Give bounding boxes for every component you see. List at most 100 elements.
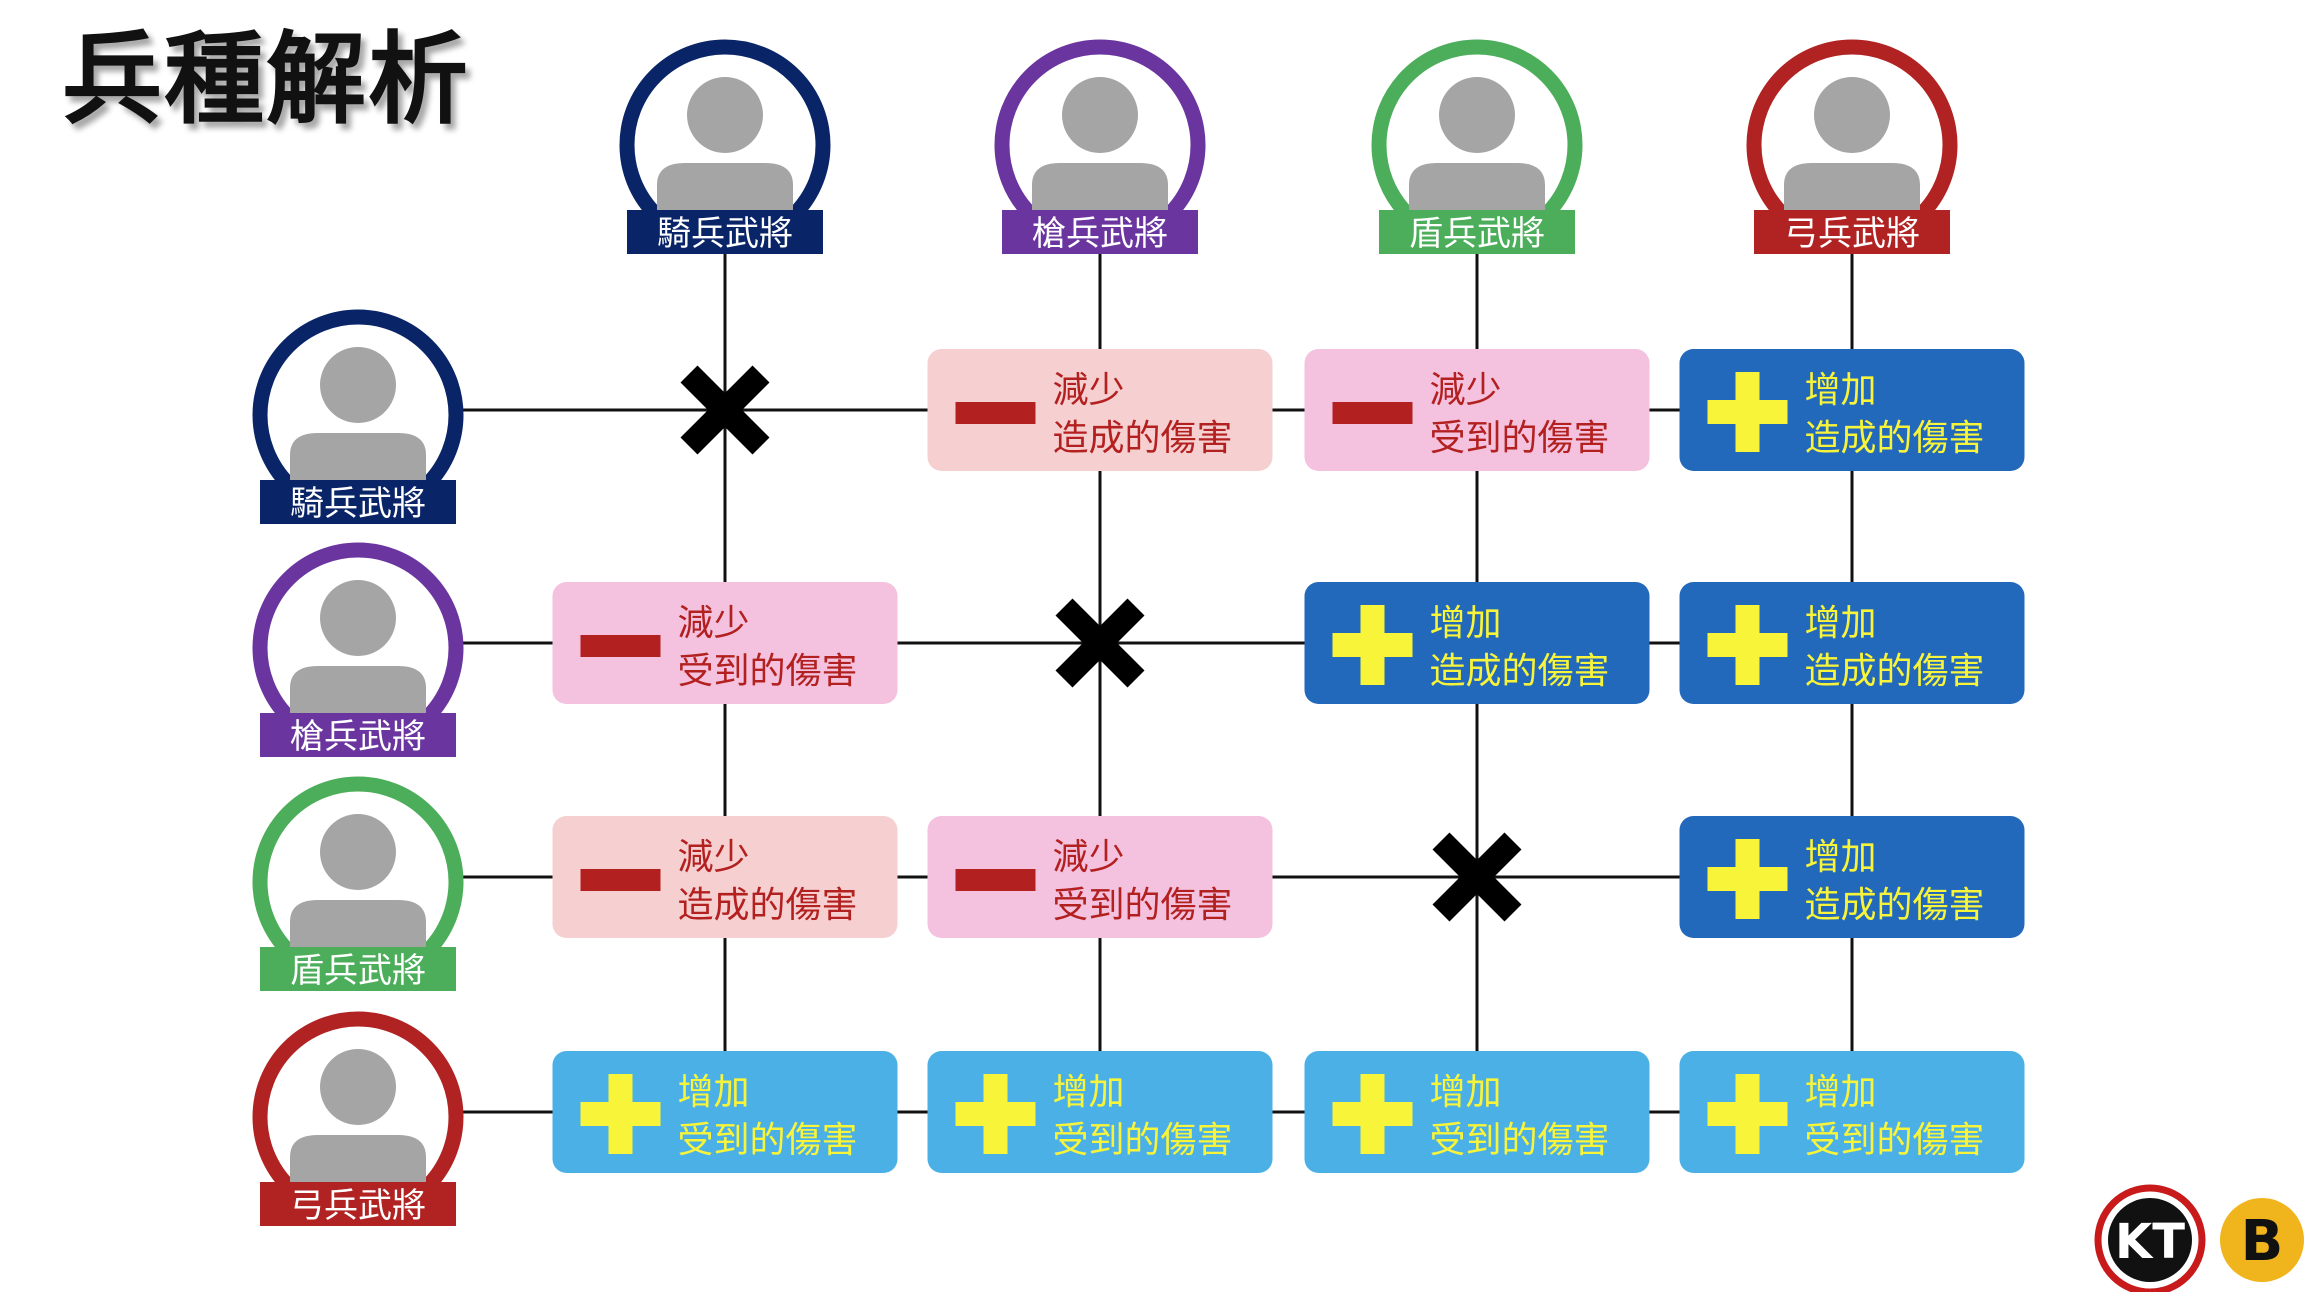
column-header-spear-label-bg: [1002, 210, 1198, 254]
avatar-head: [320, 1049, 396, 1125]
plus-bar-v: [1735, 839, 1760, 919]
cell-box: [1304, 582, 1650, 704]
plus-bar-v: [983, 1074, 1008, 1154]
page-title: 兵種解析: [62, 21, 470, 138]
cell-box: [1304, 349, 1650, 471]
minus-icon: [955, 869, 1036, 891]
cell-box: [927, 816, 1273, 938]
row-header-spear-avatar: 槍兵武將: [252, 542, 464, 757]
minus-icon: [580, 635, 661, 657]
cell-line1: 增加: [1430, 1072, 1502, 1113]
minus-icon: [1332, 402, 1413, 424]
row-header-cavalry-label-bg: [260, 480, 456, 524]
column-header-cavalry-avatar: 騎兵武將: [619, 39, 831, 254]
cell-box: [1679, 1051, 2025, 1173]
column-header-shield-label: 盾兵武將: [1409, 214, 1545, 254]
row-header-archer-label-bg: [260, 1182, 456, 1226]
row-header-shield-label-bg: [260, 947, 456, 991]
row-header-archer-avatar: 弓兵武將: [252, 1011, 464, 1226]
cell-line1: 增加: [1805, 837, 1877, 878]
column-header-archer-label: 弓兵武將: [1784, 214, 1920, 254]
avatar-head: [1439, 77, 1515, 153]
x-stroke-2: [1432, 832, 1522, 922]
cell-line2: 受到的傷害: [1053, 1120, 1233, 1161]
avatar-head: [320, 580, 396, 656]
plus-icon: [1707, 372, 1788, 452]
b-logo-text: B: [2241, 1209, 2284, 1274]
cell-box: [1304, 1051, 1650, 1173]
cell-line1: 減少: [1053, 837, 1125, 878]
plus-icon: [1707, 605, 1788, 685]
cell-line1: 增加: [1805, 370, 1877, 411]
x-mark-icon: [680, 365, 770, 455]
cell-box: [552, 816, 898, 938]
cell-line1: 減少: [678, 837, 750, 878]
cell-box: [552, 1051, 898, 1173]
x-mark-icon: [1432, 832, 1522, 922]
avatar-head: [1814, 77, 1890, 153]
cell-line2: 受到的傷害: [678, 651, 858, 692]
column-header-cavalry-label-bg: [627, 210, 823, 254]
avatar-head: [320, 347, 396, 423]
b-logo-disc: [2220, 1198, 2304, 1282]
row-header-archer-label: 弓兵武將: [290, 1186, 426, 1226]
b-logo: B: [2220, 1198, 2304, 1282]
kt-logo-disc: [2108, 1198, 2192, 1282]
cell-line2: 造成的傷害: [1430, 651, 1610, 692]
avatar-head: [1062, 77, 1138, 153]
cell-box: [1679, 349, 2025, 471]
row-header-spear-label-bg: [260, 713, 456, 757]
cell-line2: 受到的傷害: [1805, 1120, 1985, 1161]
row-header-cavalry-label: 騎兵武將: [290, 484, 426, 524]
cell-line1: 減少: [1053, 370, 1125, 411]
plus-bar-v: [1360, 1074, 1385, 1154]
cell-line2: 受到的傷害: [1430, 1120, 1610, 1161]
cell-line1: 增加: [1430, 603, 1502, 644]
cell-line1: 增加: [1805, 1072, 1877, 1113]
plus-icon: [1707, 1074, 1788, 1154]
cell-box: [552, 582, 898, 704]
plus-bar-v: [1360, 605, 1385, 685]
row-header-spear-label: 槍兵武將: [290, 717, 426, 757]
cell-line2: 造成的傷害: [1805, 418, 1985, 459]
cell-box: [927, 1051, 1273, 1173]
x-stroke-2: [1055, 598, 1145, 688]
cell-line2: 造成的傷害: [1805, 651, 1985, 692]
kt-logo-text: KT: [2115, 1214, 2185, 1270]
cell-line2: 造成的傷害: [678, 885, 858, 926]
avatar-head: [320, 814, 396, 890]
row-header-shield-avatar: 盾兵武將: [252, 776, 464, 991]
cell-line1: 減少: [678, 603, 750, 644]
plus-bar-v: [1735, 605, 1760, 685]
cell-line1: 增加: [678, 1072, 750, 1113]
avatar-head: [687, 77, 763, 153]
column-header-archer-label-bg: [1754, 210, 1950, 254]
cell-line2: 造成的傷害: [1053, 418, 1233, 459]
cell-line2: 造成的傷害: [1805, 885, 1985, 926]
plus-bar-v: [1735, 372, 1760, 452]
plus-icon: [1332, 1074, 1413, 1154]
plus-bar-v: [1735, 1074, 1760, 1154]
minus-icon: [580, 869, 661, 891]
x-stroke-2: [680, 365, 770, 455]
row-header-cavalry-avatar: 騎兵武將: [252, 309, 464, 524]
minus-icon: [955, 402, 1036, 424]
cell-line2: 受到的傷害: [678, 1120, 858, 1161]
cell-line1: 減少: [1430, 370, 1502, 411]
kt-logo: KT: [2094, 1184, 2206, 1292]
column-header-shield-label-bg: [1379, 210, 1575, 254]
column-header-spear-label: 槍兵武將: [1032, 214, 1168, 254]
plus-icon: [955, 1074, 1036, 1154]
column-header-spear-avatar: 槍兵武將: [994, 39, 1206, 254]
plus-icon: [1707, 839, 1788, 919]
